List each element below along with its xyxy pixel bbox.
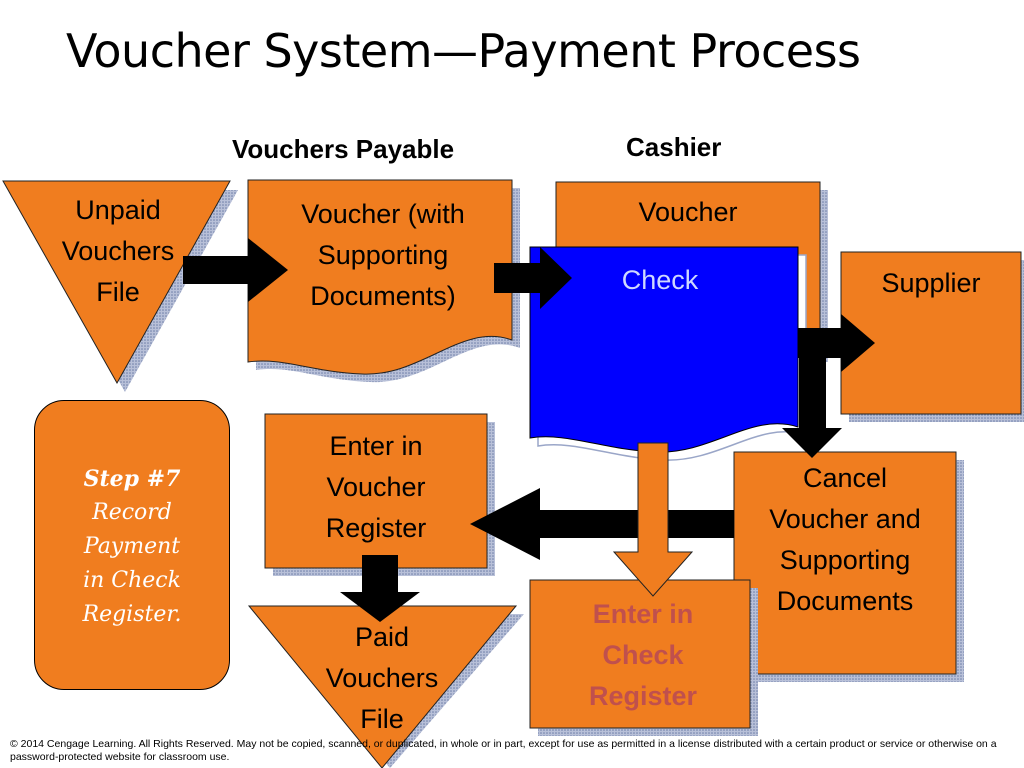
step-line-1: Record (92, 500, 172, 525)
step-title: Step #7 (83, 466, 181, 492)
step-line-4: Register. (82, 602, 182, 627)
unpaid-line-3: File (96, 277, 140, 307)
paid-line-3: File (360, 704, 404, 734)
ecr-line-2: Check (602, 640, 684, 670)
voucher-docs-line-1: Voucher (with (301, 199, 465, 229)
unpaid-vouchers-file-shape (2, 180, 238, 392)
step-line-2: Payment (83, 534, 181, 559)
enter-voucher-register-shape (264, 413, 495, 576)
enter-check-register-shape (529, 579, 758, 736)
cancel-line-2: Voucher and (769, 504, 921, 534)
cancel-line-3: Supporting (779, 545, 911, 575)
evr-line-3: Register (325, 513, 427, 543)
paid-line-1: Paid (354, 622, 410, 652)
cancel-voucher-shape (733, 451, 964, 682)
arrow-down-to-cancel (782, 358, 842, 458)
copyright-notice: © 2014 Cengage Learning. All Rights Rese… (10, 738, 997, 763)
cancel-line-1: Cancel (802, 463, 888, 493)
step-line-3: in Check (83, 568, 181, 593)
voucher-with-documents-label: Voucher (with Supporting Documents) (258, 194, 508, 317)
unpaid-vouchers-file-label: Unpaid Vouchers File (38, 190, 198, 313)
cancel-line-4: Documents (776, 586, 914, 616)
voucher-docs-line-2: Supporting (317, 240, 449, 270)
column-header-cashier: Cashier (626, 132, 722, 162)
cancel-voucher-label: Cancel Voucher and Supporting Documents (734, 458, 956, 622)
voucher-cashier-label: Voucher (638, 197, 738, 227)
ecr-line-3: Register (588, 681, 698, 711)
arrow-check-to-check-register (612, 442, 694, 597)
voucher-with-documents-shape (247, 179, 520, 383)
column-header-vouchers-payable: Vouchers Payable (232, 134, 455, 164)
step-callout-text: Step #7 Record Payment in Check Register… (34, 462, 230, 632)
check-document-shape (529, 246, 807, 461)
arrow-to-supplier (798, 314, 875, 372)
evr-line-1: Enter in (329, 431, 423, 461)
evr-line-2: Voucher (326, 472, 426, 502)
slide-title: Voucher System—Payment Process (66, 24, 861, 78)
arrow-unpaid-to-voucher (183, 238, 288, 302)
supplier-shape (840, 251, 1024, 422)
step-callout-box (34, 400, 230, 690)
paid-vouchers-file-label: Paid Vouchers File (302, 617, 462, 740)
paid-line-2: Vouchers (325, 663, 439, 693)
ecr-line-1: Enter in (592, 599, 694, 629)
supplier-label: Supplier (881, 268, 981, 298)
enter-check-register-label: Enter in Check Register (530, 594, 756, 717)
arrow-voucher-to-check (494, 247, 572, 309)
arrow-voucher-register-to-paid-file (340, 555, 420, 622)
unpaid-line-2: Vouchers (61, 236, 175, 266)
arrow-cancel-to-voucher-register (470, 488, 734, 560)
unpaid-line-1: Unpaid (75, 195, 161, 225)
enter-voucher-register-label: Enter in Voucher Register (265, 426, 487, 549)
check-label: Check (621, 265, 699, 295)
voucher-docs-line-3: Documents) (310, 281, 456, 311)
